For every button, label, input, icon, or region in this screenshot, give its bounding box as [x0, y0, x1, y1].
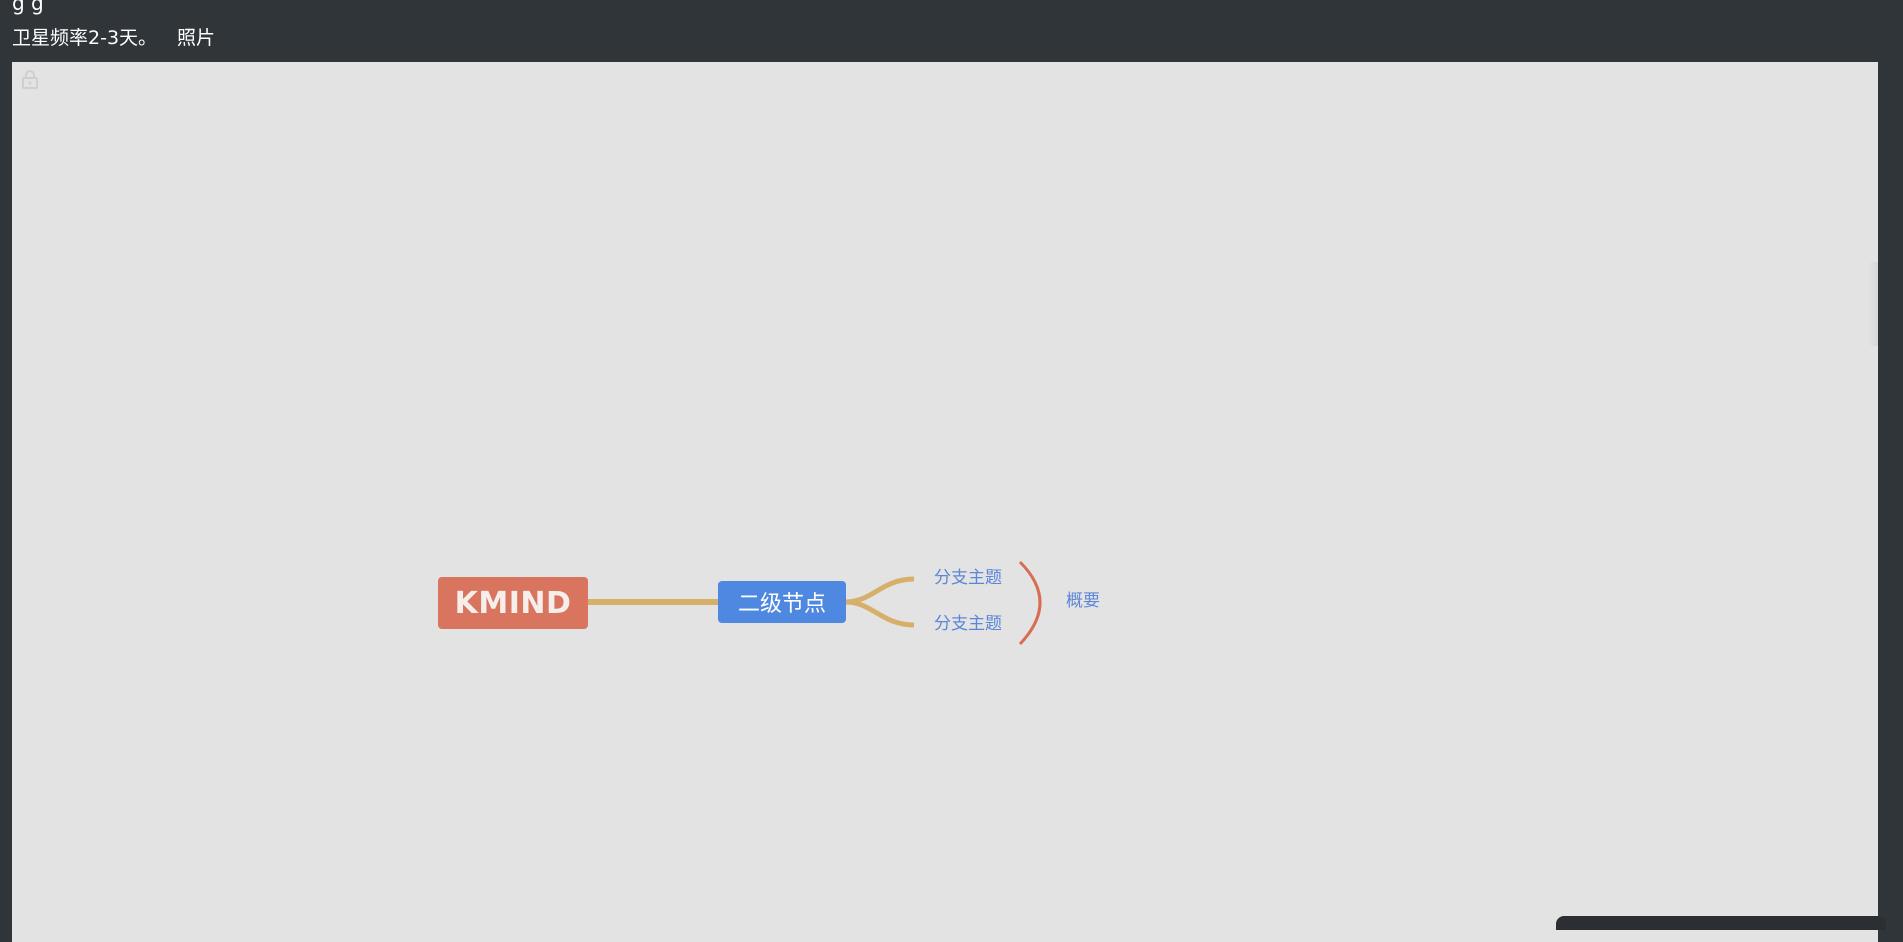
photo-label[interactable]: 照片 [177, 26, 216, 49]
summary-node[interactable]: 概要 [1066, 591, 1100, 611]
header-line-text: 卫星频率2-3天。 [12, 26, 158, 49]
summary-bracket [1018, 560, 1042, 646]
branch-topic-1[interactable]: 分支主题 [934, 568, 1002, 588]
mindmap-canvas[interactable]: KMIND 二级节点 分支主题 分支主题 概要 [12, 62, 1878, 942]
header-partial-text: g g [12, 0, 44, 15]
second-to-branch1-connector [845, 576, 915, 605]
mindmap-connectors [588, 560, 1042, 646]
bottom-toolbar[interactable] [1556, 916, 1886, 930]
side-panel-handle[interactable] [1868, 262, 1878, 346]
second-level-node[interactable]: 二级节点 [718, 581, 846, 623]
header-bar: 卫星频率2-3天。 照片 [12, 22, 215, 50]
lock-icon[interactable] [20, 70, 40, 90]
second-to-branch2-connector [845, 599, 915, 628]
root-node[interactable]: KMIND [438, 577, 588, 629]
branch-topic-2[interactable]: 分支主题 [934, 614, 1002, 634]
